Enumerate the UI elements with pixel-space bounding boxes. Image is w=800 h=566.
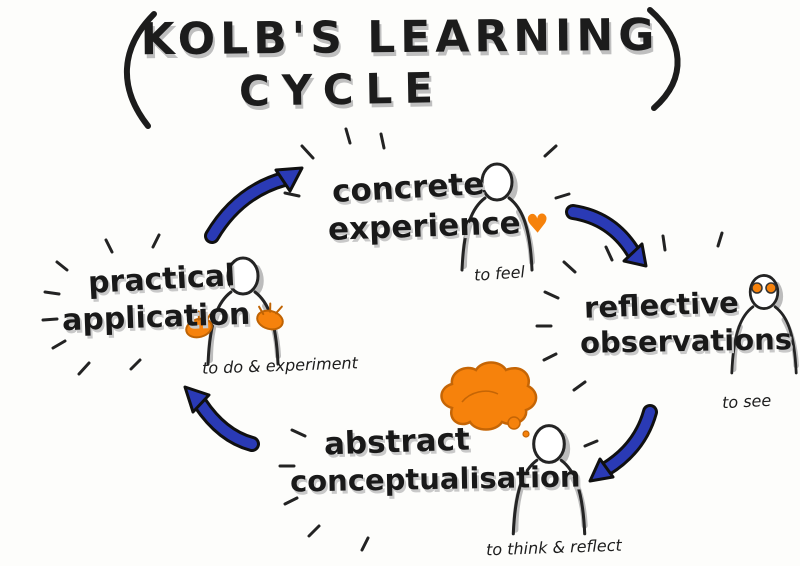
hands-icon bbox=[185, 302, 284, 339]
arrow-concrete-to-reflective-icon bbox=[565, 204, 648, 268]
title-paren-left-icon bbox=[124, 11, 157, 129]
caption-to-see: to see bbox=[721, 390, 772, 413]
stage-concrete-line2-text: experience bbox=[327, 205, 522, 248]
arrow-reflective-to-abstract-icon bbox=[588, 404, 658, 483]
stage-concrete-line2: experience♥ bbox=[327, 204, 549, 248]
title-paren-right-icon bbox=[647, 7, 681, 111]
heart-icon: ♥ bbox=[525, 209, 550, 240]
arrow-abstract-to-practical-icon bbox=[183, 385, 260, 452]
stage-abstract-line1: abstract bbox=[323, 421, 471, 463]
thought-bubble-icon bbox=[440, 361, 538, 438]
arrow-practical-to-concrete-icon bbox=[204, 166, 304, 244]
stage-practical-line2: application bbox=[61, 296, 251, 339]
accent-dashes bbox=[41, 127, 724, 552]
title-block: KOLB'S LEARNING CYCLE bbox=[0, 9, 800, 116]
diagram-title-line1: KOLB'S LEARNING bbox=[140, 9, 660, 66]
stage-reflective-line1: reflective bbox=[583, 285, 740, 325]
eyes-icon bbox=[751, 282, 777, 294]
stage-reflective-line2: observations bbox=[579, 322, 793, 360]
diagram-title-line2: CYCLE bbox=[238, 63, 446, 116]
caption-to-feel: to feel bbox=[473, 262, 526, 285]
stage-abstract-line2: conceptualisation bbox=[289, 459, 581, 499]
